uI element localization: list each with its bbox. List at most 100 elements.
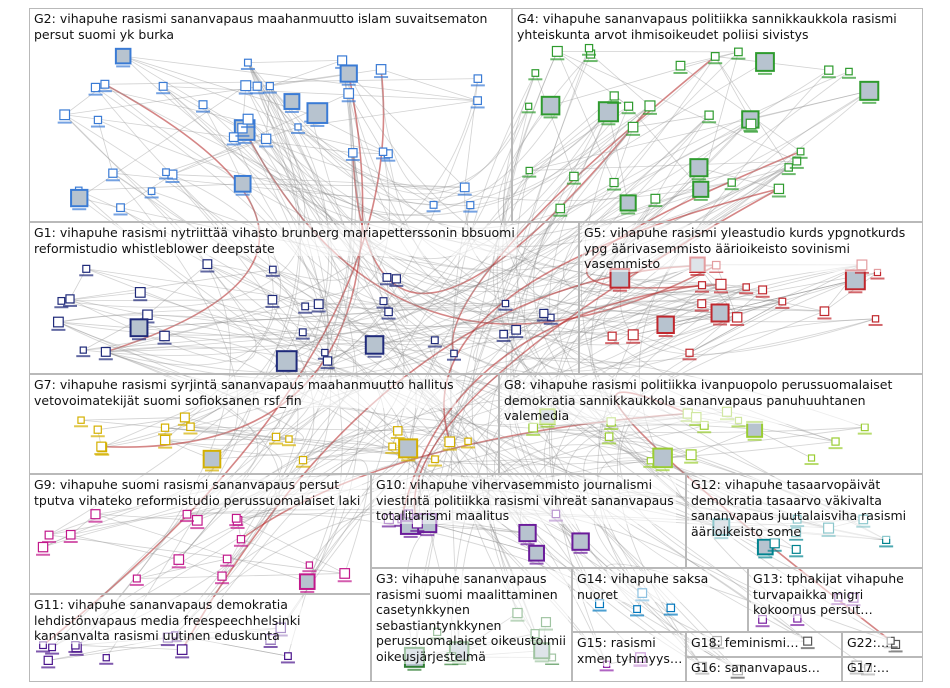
edge [714,56,751,120]
node-caption-mark [648,205,663,208]
edge [247,60,343,64]
node-caption-mark [601,123,616,126]
cluster-g22: G22:… [842,632,923,657]
user-node [236,535,246,544]
edge [305,151,390,307]
edge [236,517,345,574]
edge [318,303,506,305]
user-node [685,449,697,461]
edge [537,114,710,320]
node-caption-mark [183,432,198,435]
node-caption-mark [54,306,69,309]
edge [534,72,575,177]
node-caption-mark [642,112,657,115]
edge [302,331,386,582]
node-caption-mark [697,431,712,434]
node-caption-mark [401,459,416,462]
user-node [619,194,637,212]
node-caption-mark [320,367,335,370]
node-caption-mark [775,306,790,309]
cluster-g2: G2: vihapuhe rasismi sananvapaus maahanm… [29,8,512,222]
user-node [379,297,388,306]
node-caption-mark [262,91,277,94]
user-node [301,302,310,311]
node-caption-mark [528,78,543,81]
user-node [791,544,801,554]
user-node [627,329,639,341]
node-caption-mark [817,317,832,320]
edge [247,62,360,582]
node-caption-mark [684,461,699,464]
node-caption-mark [743,129,758,132]
node-caption-mark [230,526,245,529]
node-caption-mark [790,624,805,627]
user-node [70,188,89,208]
node-caption-mark [630,614,645,617]
node-caption-mark [582,53,597,56]
node-caption-mark [381,317,396,320]
node-caption-mark [663,613,678,616]
node-caption-mark [76,355,91,358]
edge [247,62,408,324]
user-node [499,329,508,339]
user-node [57,296,66,305]
node-caption-mark [235,134,250,137]
node-caption-mark [171,566,186,569]
edge [58,119,751,373]
node-caption-mark [789,555,804,558]
user-node [90,82,101,93]
edge [269,60,343,87]
node-caption-mark [793,156,808,159]
edge [120,207,702,339]
node-caption-mark [599,669,614,672]
node-caption-mark [281,444,296,447]
node-caption-mark [403,535,418,538]
node-caption-mark [427,345,442,348]
node-caption-mark [310,124,325,127]
node-caption-mark [689,424,704,427]
edge [104,83,876,323]
cluster-g12: G12: vihapuhe tasaarvopäivät demokratia … [686,474,923,568]
edge [523,95,738,372]
node-caption-mark [237,141,252,144]
user-node [43,655,53,665]
node-caption-mark [51,328,66,331]
cluster-g5: G5: vihapuhe rasismi yleastudio kurds yp… [579,222,923,374]
edge [138,311,389,329]
user-node [431,455,439,464]
node-caption-mark [444,663,459,666]
node-caption-mark [755,625,770,628]
node-caption-mark [99,662,114,665]
edge [306,264,863,582]
user-node [306,102,329,124]
user-node [644,100,656,112]
node-caption-mark [605,342,620,345]
edge [282,182,732,360]
edge [750,90,870,120]
edge [181,458,369,650]
cluster-g10: G10: vihapuhe vihervasemmisto journalism… [371,474,686,568]
node-caption-mark [97,90,112,93]
user-node [52,316,64,328]
edge [302,440,469,461]
edge [207,93,353,347]
node-caption-mark [543,116,558,119]
edge [689,301,783,354]
edge [272,269,326,353]
edge [557,51,797,162]
edge [78,183,243,191]
edge [48,534,345,574]
node-caption-mark [407,668,422,671]
user-node [265,81,274,91]
node-caption-mark [621,112,636,115]
edge [549,111,690,369]
node-caption-mark [133,299,148,302]
node-caption-mark [68,650,83,653]
edge [105,351,281,432]
cluster-label-g8: G8: vihapuhe rasismi politiikka ivanpuop… [502,377,895,424]
edge [396,278,517,331]
node-caption-mark [105,179,120,182]
user-node [569,171,579,182]
user-node [627,121,639,133]
edge [348,93,384,152]
